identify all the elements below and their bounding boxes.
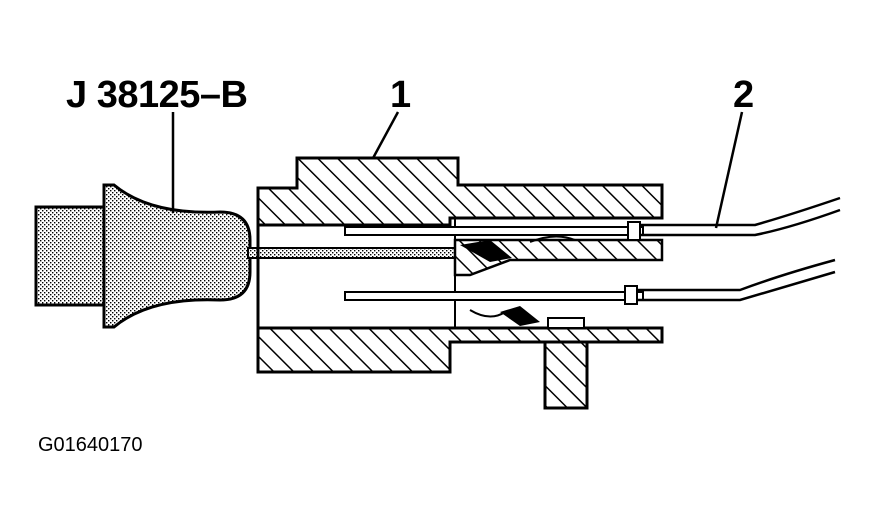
tool-label: J 38125–B	[66, 74, 248, 116]
callout-2-leader-line	[714, 111, 744, 229]
lower-wire	[637, 258, 836, 292]
terminal-tool	[34, 183, 499, 329]
callout-1-label: 1	[390, 74, 412, 116]
callout-1-leader-line	[370, 111, 400, 161]
tool-shaft	[34, 205, 108, 307]
connector-body	[256, 156, 664, 410]
wires	[637, 196, 841, 302]
upper-terminal	[344, 221, 644, 262]
tool-handle	[102, 183, 252, 329]
connector-lower-wall	[256, 326, 664, 374]
upper-wire-lower-edge	[640, 208, 841, 237]
figure-id: G01640170	[38, 434, 143, 456]
connector-mount-tab	[543, 340, 589, 410]
upper-wire	[640, 196, 841, 227]
lower-terminal	[344, 285, 644, 329]
connector-upper-wall	[256, 156, 664, 227]
lower-wire-lower-edge	[637, 270, 836, 302]
callout-2-label: 2	[733, 74, 755, 116]
